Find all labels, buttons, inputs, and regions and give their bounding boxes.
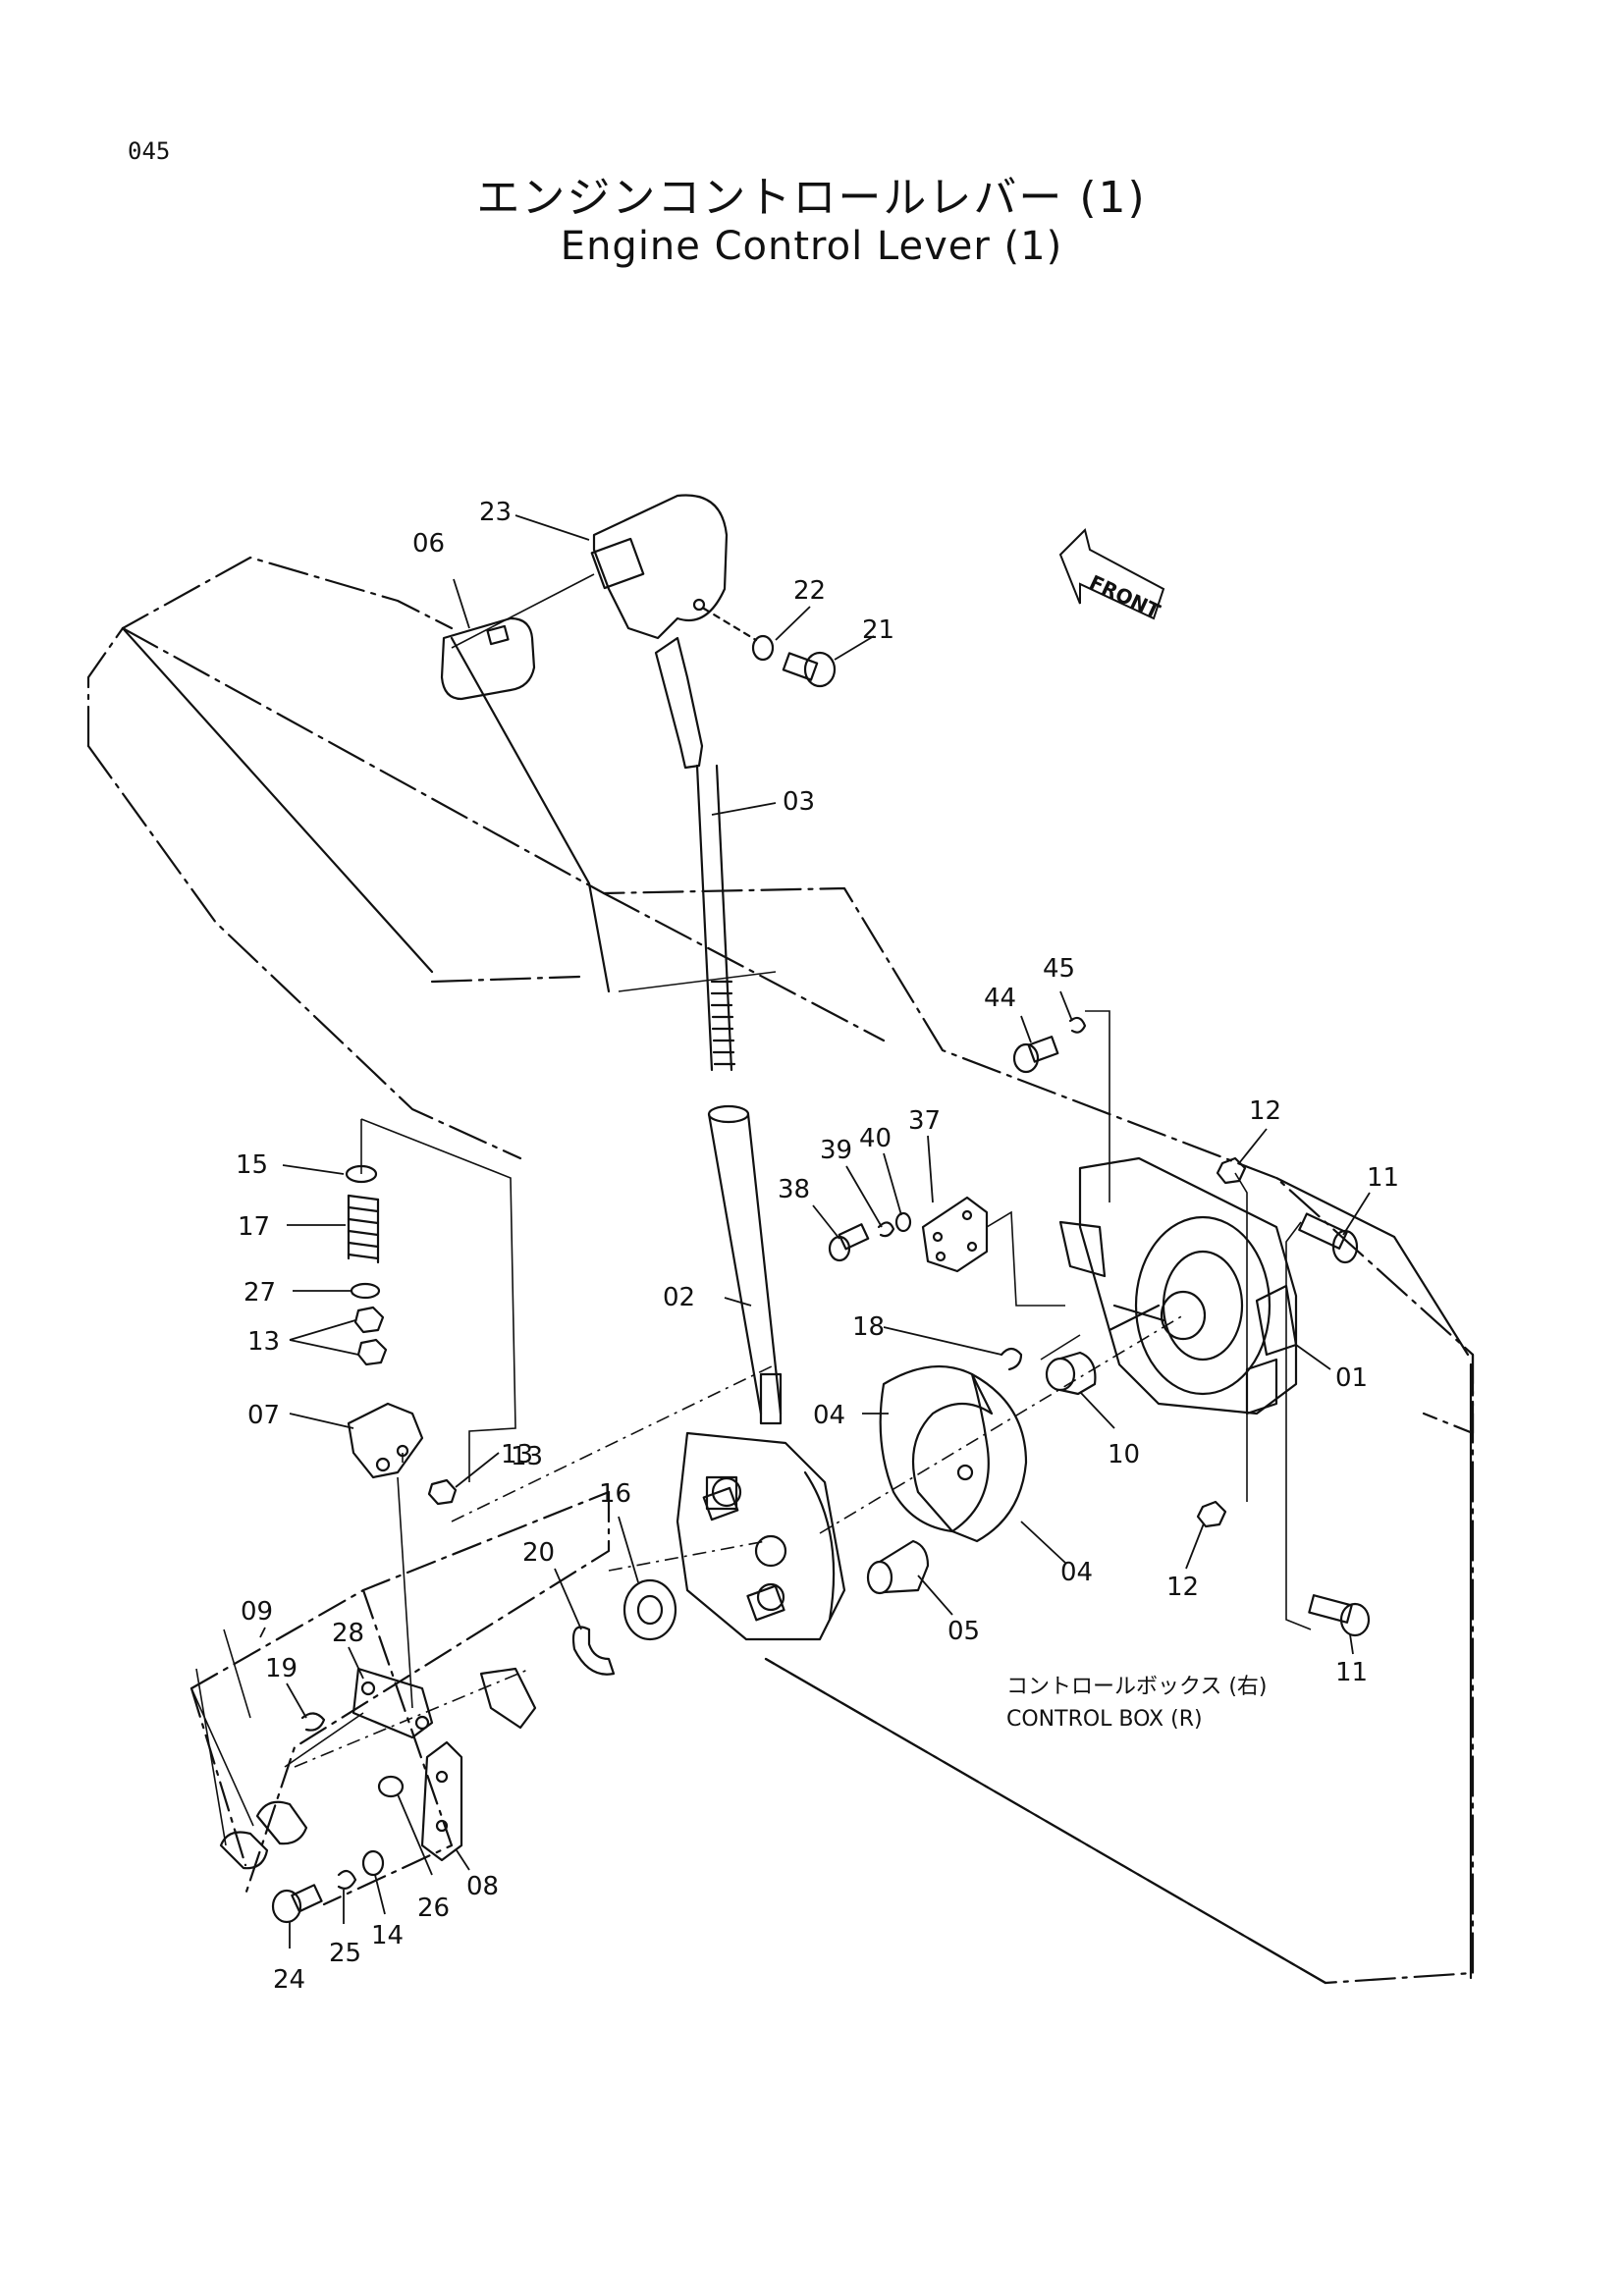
washer-14 bbox=[361, 1849, 385, 1877]
collar-10 bbox=[1045, 1351, 1097, 1396]
screw-21 bbox=[782, 651, 837, 688]
callout-13: 13 bbox=[247, 1327, 280, 1357]
bolt-11-top bbox=[1298, 1212, 1359, 1264]
lever-sector bbox=[676, 1431, 846, 1641]
callout-09: 09 bbox=[241, 1597, 273, 1627]
callout-28: 28 bbox=[332, 1619, 364, 1648]
callout-45: 45 bbox=[1043, 954, 1075, 984]
callout-04-b: 04 bbox=[1060, 1558, 1093, 1587]
callout-13-c: 13 bbox=[511, 1442, 543, 1471]
bolt-24 bbox=[271, 1884, 323, 1924]
callout-22: 22 bbox=[793, 576, 826, 606]
callout-01: 01 bbox=[1335, 1363, 1368, 1393]
callout-40: 40 bbox=[859, 1124, 892, 1153]
snap-ring-45 bbox=[1068, 1016, 1087, 1034]
callout-03: 03 bbox=[783, 787, 815, 817]
callout-21: 21 bbox=[862, 615, 894, 645]
callout-14: 14 bbox=[371, 1921, 404, 1950]
lever-rod-03 bbox=[654, 636, 736, 1072]
bolt-11-bottom bbox=[1308, 1594, 1371, 1637]
link-base-outline bbox=[189, 1490, 611, 1906]
page-code: 045 bbox=[128, 137, 171, 165]
washer-26 bbox=[377, 1775, 405, 1798]
washer-22 bbox=[751, 634, 775, 662]
callout-05: 05 bbox=[947, 1617, 980, 1646]
link-09 bbox=[219, 1800, 308, 1870]
cap-06 bbox=[440, 616, 536, 701]
snap-ring-39 bbox=[877, 1221, 895, 1238]
bolt-38 bbox=[828, 1223, 870, 1262]
spring-17 bbox=[347, 1194, 380, 1264]
callout-39: 39 bbox=[820, 1136, 852, 1165]
link-28-right bbox=[479, 1667, 537, 1730]
callout-37: 37 bbox=[908, 1106, 941, 1136]
lever-tube-02 bbox=[707, 1104, 783, 1425]
callout-12: 12 bbox=[1249, 1096, 1281, 1126]
knob-23 bbox=[590, 494, 729, 640]
clevis-07 bbox=[347, 1402, 424, 1479]
housing-bottom-edge bbox=[764, 1657, 1327, 1985]
guide-plate bbox=[986, 1210, 1065, 1307]
callout-07: 07 bbox=[247, 1401, 280, 1430]
housing-inner-line-2 bbox=[450, 636, 611, 993]
guide-spring bbox=[360, 1118, 516, 1482]
callout-02: 02 bbox=[663, 1283, 695, 1312]
callout-11-b: 11 bbox=[1335, 1658, 1368, 1687]
front-label: FRONT bbox=[1086, 570, 1164, 623]
pin-right bbox=[746, 1584, 785, 1622]
title-japanese: エンジンコントロールレバー (1) bbox=[476, 173, 1147, 223]
title-english: Engine Control Lever (1) bbox=[560, 224, 1063, 269]
washer-27 bbox=[350, 1282, 381, 1300]
callout-27: 27 bbox=[243, 1278, 276, 1308]
nut-13-c bbox=[427, 1478, 458, 1506]
nut-12-bottom bbox=[1196, 1500, 1227, 1528]
callout-44: 44 bbox=[984, 984, 1016, 1013]
callout-20: 20 bbox=[522, 1538, 555, 1568]
plate-37 bbox=[921, 1196, 989, 1273]
nut-13-b bbox=[356, 1338, 388, 1366]
guide-45 bbox=[1085, 1010, 1110, 1202]
control-box-housing bbox=[86, 556, 1475, 1985]
callout-25: 25 bbox=[329, 1939, 361, 1968]
callout-11: 11 bbox=[1367, 1163, 1399, 1193]
bracket-01 bbox=[1058, 1156, 1298, 1415]
snap-ring-18 bbox=[1000, 1347, 1023, 1371]
control-box-label-ja: コントロールボックス (右) bbox=[1006, 1675, 1268, 1699]
plate-08 bbox=[420, 1740, 463, 1862]
callout-16: 16 bbox=[599, 1479, 631, 1509]
housing-inner-line bbox=[121, 626, 434, 974]
spring-washer-25 bbox=[337, 1869, 357, 1890]
callout-06: 06 bbox=[412, 529, 445, 559]
guide-clevis bbox=[397, 1476, 413, 1709]
guide-12-top bbox=[1234, 1172, 1248, 1502]
callout-18: 18 bbox=[852, 1312, 885, 1342]
control-box-label-en: CONTROL BOX (R) bbox=[1006, 1707, 1203, 1732]
e-ring-20 bbox=[571, 1626, 616, 1676]
callout-13-b: 13 bbox=[501, 1440, 533, 1469]
guide-11-top bbox=[1285, 1221, 1312, 1630]
washer-40 bbox=[894, 1211, 912, 1233]
front-arrow: FRONT bbox=[1058, 528, 1165, 623]
callout-17: 17 bbox=[238, 1212, 270, 1242]
callout-23: 23 bbox=[479, 498, 512, 527]
callout-12-b: 12 bbox=[1166, 1573, 1199, 1602]
callout-38: 38 bbox=[778, 1175, 810, 1204]
callout-15: 15 bbox=[236, 1150, 268, 1180]
bolt-44 bbox=[1012, 1035, 1059, 1074]
callout-04: 04 bbox=[813, 1401, 845, 1430]
callout-19: 19 bbox=[265, 1654, 298, 1683]
spacer-05 bbox=[866, 1539, 930, 1595]
callout-24: 24 bbox=[273, 1965, 305, 1995]
nut-13-a bbox=[353, 1306, 385, 1334]
callout-08: 08 bbox=[466, 1872, 499, 1901]
washer-16 bbox=[622, 1578, 677, 1641]
friction-plate-04 bbox=[879, 1364, 1028, 1543]
callout-26: 26 bbox=[417, 1894, 450, 1923]
pin-left bbox=[702, 1486, 739, 1522]
callout-10: 10 bbox=[1108, 1440, 1140, 1469]
snap-ring-19 bbox=[300, 1712, 326, 1732]
housing-edge-1 bbox=[1274, 1176, 1470, 1357]
